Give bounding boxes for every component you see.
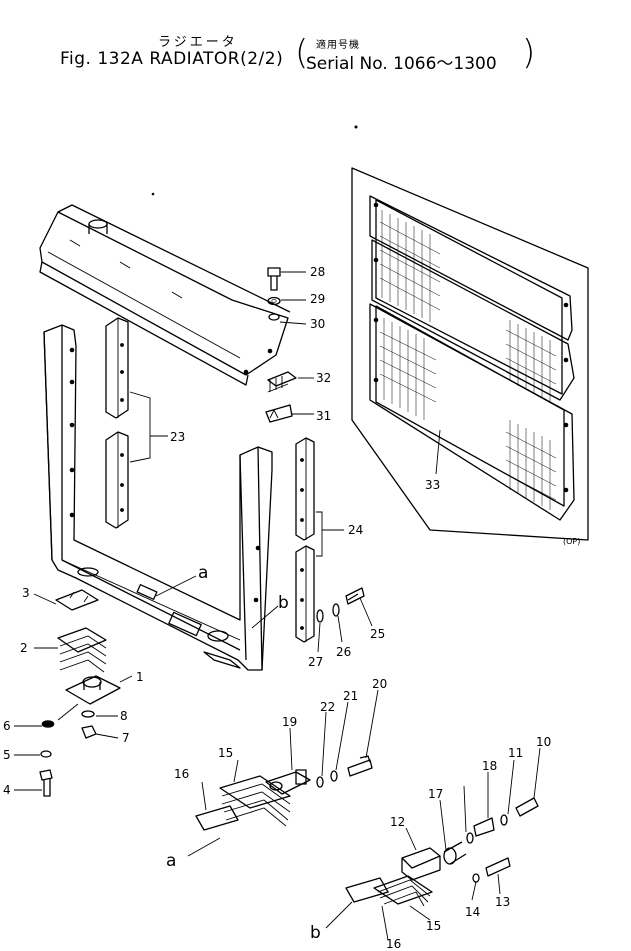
bracket-parts-9-18	[325, 747, 541, 941]
callout-14: 14	[465, 905, 480, 919]
callout-31: 31	[316, 409, 331, 423]
callout-4: 4	[3, 783, 11, 797]
close-paren: )	[522, 33, 536, 73]
serial-range: Serial No. 1066～1300	[306, 54, 497, 74]
callout-19: 19	[282, 715, 297, 729]
bolt-25-washers	[316, 587, 373, 653]
applicable-serial-label: 適用号機	[316, 40, 360, 51]
reference-letters: a b a b	[166, 563, 321, 943]
bracket-24	[295, 437, 344, 643]
callout-7: 7	[122, 731, 130, 745]
callout-8: 8	[120, 709, 128, 723]
callout-15-upper: 15	[218, 746, 233, 760]
pointer-a	[155, 575, 197, 597]
radiator-upper-tank	[39, 204, 291, 386]
mount-parts-1-8	[14, 589, 133, 797]
callout-13: 13	[495, 895, 510, 909]
figure-title: Fig. 132A RADIATOR(2/2)	[60, 49, 284, 69]
callout-26: 26	[336, 645, 351, 659]
callout-11: 11	[508, 746, 523, 760]
callout-33: 33	[425, 478, 440, 492]
callout-21: 21	[343, 689, 358, 703]
callout-labels: 1 2 3 4 5 6 7 8 10 11 12 13 14 15 15 16 …	[3, 265, 551, 951]
radiator-frame	[43, 324, 273, 671]
callout-1: 1	[136, 670, 144, 684]
pointer-b	[251, 605, 279, 629]
callout-2: 2	[20, 641, 28, 655]
callout-18: 18	[482, 759, 497, 773]
bracket-23	[105, 317, 168, 529]
callout-15-lower: 15	[426, 919, 441, 933]
callout-10: 10	[536, 735, 551, 749]
callout-5: 5	[3, 748, 11, 762]
callout-17: 17	[428, 787, 443, 801]
callout-32: 32	[316, 371, 331, 385]
ref-letter-b-frame: b	[278, 593, 289, 613]
open-paren: (	[295, 33, 309, 73]
clip-31-32	[265, 371, 314, 423]
bolt-28-washers	[267, 267, 307, 325]
callout-6: 6	[3, 719, 11, 733]
ref-letter-a-detail: a	[166, 851, 176, 871]
option-note: (OP)	[563, 537, 580, 546]
grille-panel-33	[351, 167, 589, 541]
callout-20: 20	[372, 677, 387, 691]
ref-letter-b-detail: b	[310, 923, 321, 943]
callout-23: 23	[170, 430, 185, 444]
plate-parts-15-22	[187, 689, 379, 857]
ref-letter-a-frame: a	[198, 563, 208, 583]
callout-29: 29	[310, 292, 325, 306]
callout-16-lower: 16	[386, 937, 401, 951]
mesh-lower	[379, 318, 557, 510]
callout-24: 24	[348, 523, 363, 537]
callout-16-upper: 16	[174, 767, 189, 781]
callout-12: 12	[390, 815, 405, 829]
callout-27: 27	[308, 655, 323, 669]
mesh-upper	[379, 210, 557, 402]
title-japanese: ラジエータ	[158, 35, 238, 50]
callout-30: 30	[310, 317, 325, 331]
callout-28: 28	[310, 265, 325, 279]
callout-25: 25	[370, 627, 385, 641]
callout-3: 3	[22, 586, 30, 600]
callout-22: 22	[320, 700, 335, 714]
